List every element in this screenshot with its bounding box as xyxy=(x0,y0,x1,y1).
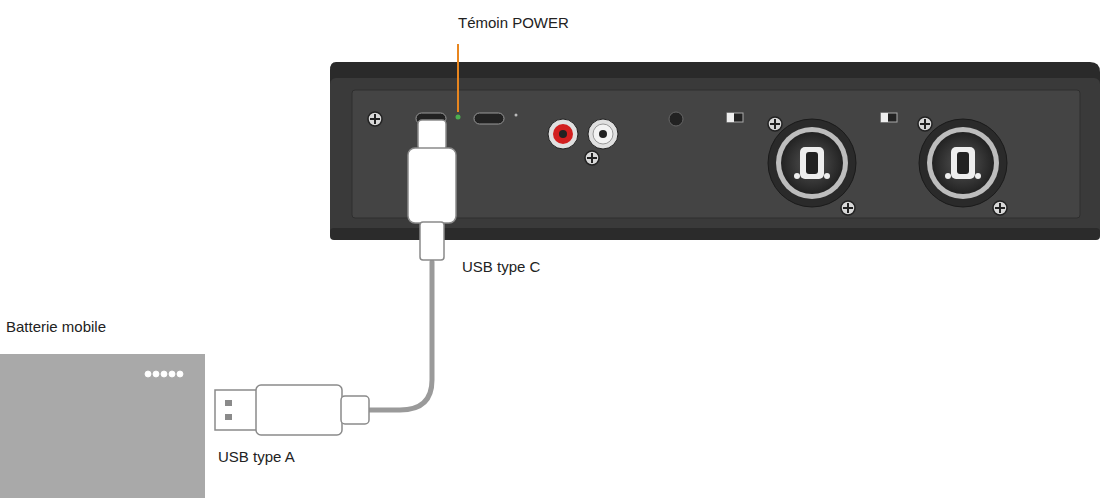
usb-cable xyxy=(215,120,456,435)
device-label: Batterie mobile xyxy=(6,318,211,336)
leader-line xyxy=(457,44,459,112)
connector-label: USB type C xyxy=(462,258,540,276)
audio-interface xyxy=(330,62,1100,240)
indicator-label: Témoin POWER xyxy=(458,14,569,32)
connector-label: USB type A xyxy=(218,448,295,466)
battery-box: Batterie mobile xyxy=(0,318,211,498)
battery-indicator xyxy=(0,354,205,498)
